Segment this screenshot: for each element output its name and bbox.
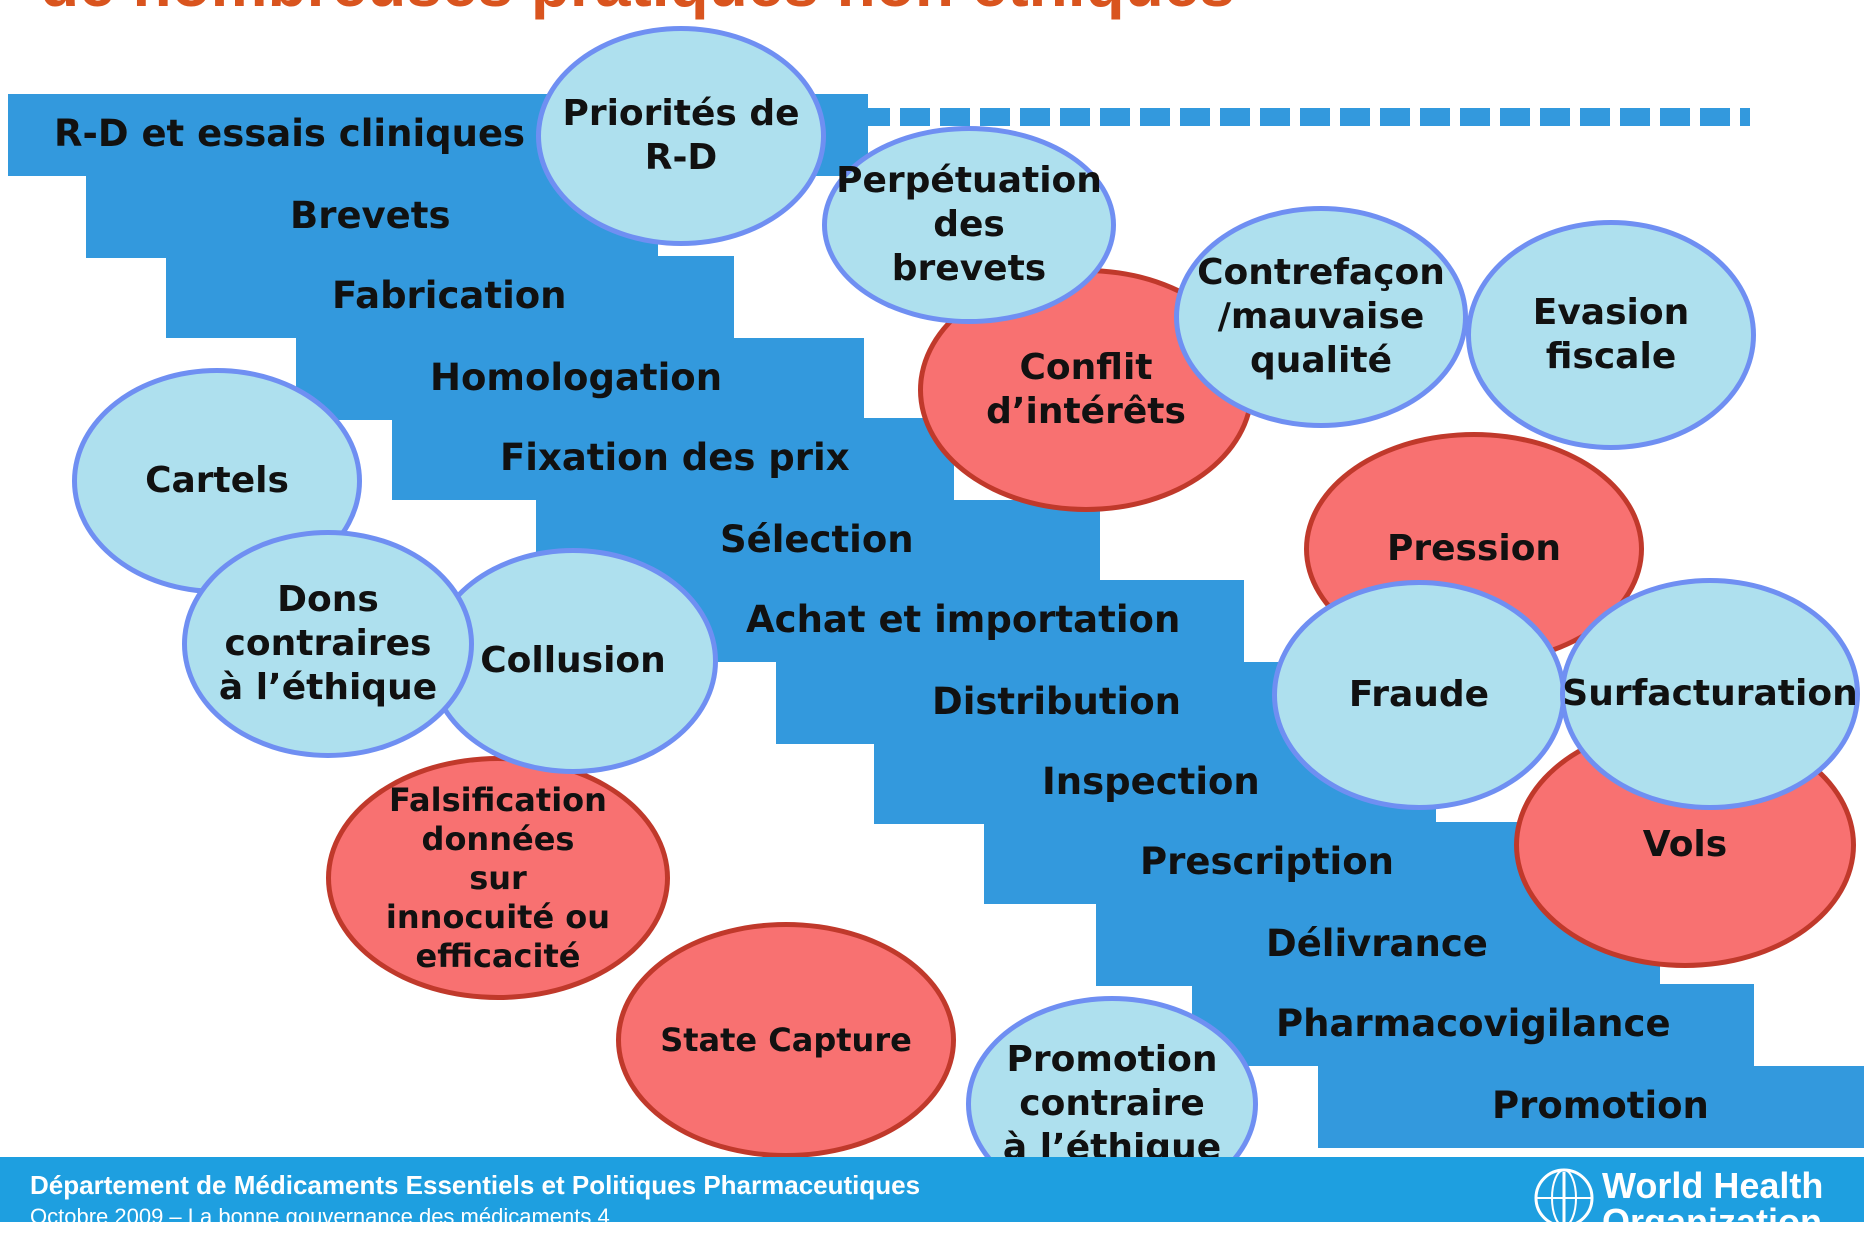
step-label: R-D et essais cliniques (54, 112, 526, 155)
step-prescription: Prescription (984, 822, 1546, 904)
bubble-perpetuation-brevets: Perpétuation des brevets (822, 126, 1116, 324)
step-label: Fabrication (332, 274, 567, 317)
step-label: Inspection (1042, 760, 1260, 803)
step-label: Distribution (932, 680, 1181, 723)
step-brevets: Brevets (86, 176, 658, 258)
step-homologation: Homologation (296, 338, 864, 420)
step-label: Sélection (720, 518, 914, 561)
bubble-falsification: Falsification données sur innocuité ou e… (326, 756, 670, 1000)
bubble-state-capture: State Capture (616, 922, 956, 1158)
step-label: Délivrance (1266, 922, 1488, 965)
step-label: Achat et importation (746, 598, 1181, 641)
who-org-name: World Health Organization (1602, 1165, 1824, 1242)
step-fabrication: Fabrication (166, 256, 734, 338)
step-label: Promotion (1492, 1084, 1709, 1127)
bubble-contrefacon: Contrefaçon /mauvaise qualité (1174, 206, 1468, 428)
step-label: Pharmacovigilance (1276, 1002, 1671, 1045)
step-pharmacovigilance: Pharmacovigilance (1192, 984, 1754, 1066)
bubble-priorites-rd: Priorités de R-D (536, 26, 826, 246)
dotted-line (820, 108, 1750, 126)
who-emblem-icon (1534, 1168, 1594, 1228)
bubble-fraude: Fraude (1272, 580, 1566, 810)
bubble-surfacturation: Surfacturation (1560, 578, 1860, 810)
footer-subtitle: Octobre 2009 – La bonne gouvernance des … (30, 1204, 610, 1229)
step-label: Fixation des prix (500, 436, 850, 479)
step-promotion: Promotion (1318, 1066, 1864, 1148)
step-distribution: Distribution (776, 662, 1346, 744)
step-label: Prescription (1140, 840, 1394, 883)
step-label: Homologation (430, 356, 723, 399)
bubble-evasion-fiscale: Evasion fiscale (1466, 220, 1756, 450)
slide-title: de nombreuses pratiques non éthiques (40, 0, 1235, 16)
step-label: Brevets (290, 194, 451, 237)
step-fixation-prix: Fixation des prix (392, 418, 954, 500)
bubble-dons-contraires: Dons contraires à l’éthique (182, 530, 474, 758)
footer-department: Département de Médicaments Essentiels et… (30, 1170, 921, 1200)
